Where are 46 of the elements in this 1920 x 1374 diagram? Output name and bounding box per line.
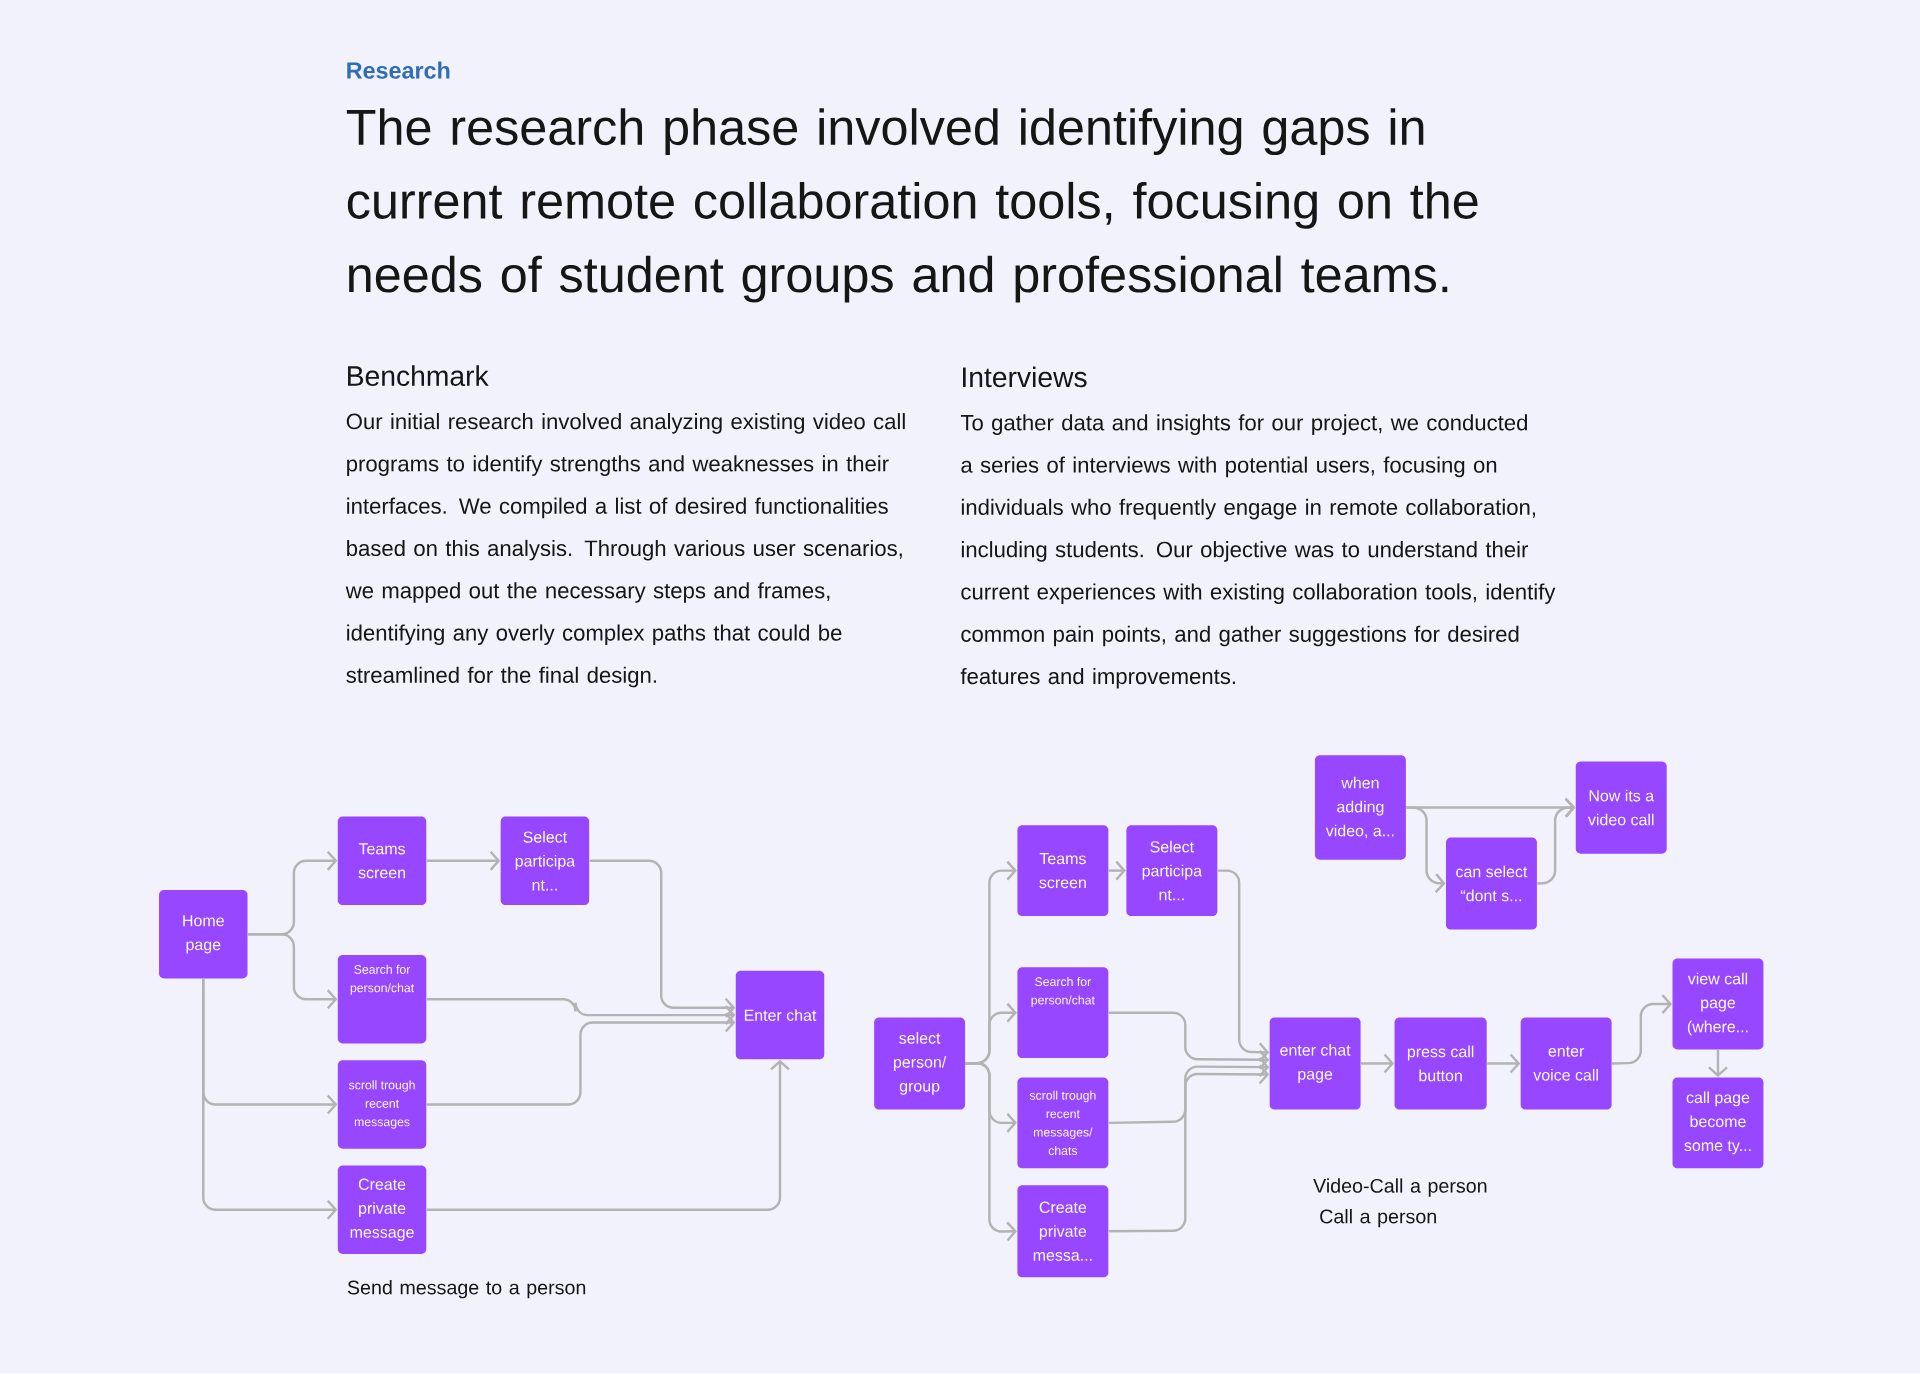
- process-box: Search for person/chat: [1017, 967, 1109, 1059]
- process-box: Create private messa...: [1017, 1185, 1109, 1278]
- process-box: Home page: [159, 890, 248, 979]
- arrow: [1361, 1053, 1395, 1074]
- subheading: Benchmark: [348, 365, 489, 387]
- process-box: enter chat page: [1269, 1017, 1361, 1110]
- process-box: Teams screen: [1017, 825, 1109, 917]
- arrow: [426, 1012, 736, 1106]
- arrow: [589, 859, 736, 1018]
- arrow: [1108, 1064, 1270, 1233]
- process-box: can select “dont s...: [1445, 837, 1537, 930]
- arrow: [1487, 1053, 1521, 1074]
- process-box: Create private message: [337, 1165, 427, 1255]
- arrow: [247, 933, 338, 1010]
- arrow: [965, 1062, 1017, 1242]
- section-label: Research: [347, 61, 450, 79]
- process-box: scroll trough recent messages/ chats: [1017, 1077, 1109, 1169]
- paragraph: To gather data and insights for our project, we conducted a series of interviews with potential users, focusing on individuals who frequently engage in remote collaboration, including students. Our objective was to understand their current experiences with existing collaboration tools, identify common pain points, and gather suggestions for desired features and improvements.: [960, 414, 1556, 689]
- arrow: [202, 979, 338, 1220]
- process-box: Enter chat: [735, 970, 825, 1060]
- arrow: [426, 851, 501, 871]
- arrow: [426, 998, 736, 1025]
- arrow: [1708, 1050, 1728, 1078]
- arrow: [1611, 994, 1673, 1065]
- process-box: Now its a video call: [1575, 761, 1667, 854]
- process-box: press call button: [1394, 1017, 1487, 1110]
- process-box: Teams screen: [337, 816, 427, 906]
- flow-caption: Send message to a person: [347, 1280, 586, 1299]
- process-box: select person/ group: [874, 1017, 966, 1110]
- process-box: Select participa nt...: [500, 816, 590, 906]
- subheading: Interviews: [963, 366, 1087, 388]
- arrow: [1108, 1011, 1270, 1070]
- paragraph: Our initial research involved analyzing existing video call programs to identify strengths and weaknesses in their interfaces. We compiled a list of desired functionalities based on this analysis. Through various user scenarios, we mapped out the necessary steps and frames, identifying any overly complex paths that could be streamlined for the final design.: [345, 413, 905, 688]
- arrow: [1108, 1057, 1270, 1125]
- arrow: [1406, 806, 1446, 894]
- arrow: [426, 1059, 790, 1212]
- process-box: Search for person/chat: [337, 955, 427, 1044]
- process-box: call page become some ty...: [1672, 1077, 1764, 1169]
- process-box: when adding video, a...: [1314, 755, 1406, 860]
- headline: The research phase involved identifying gaps in current remote collaboration tools, focusing on the needs of student groups and professional teams.: [346, 108, 1478, 303]
- process-box: Select participa nt...: [1126, 825, 1218, 917]
- process-box: view call page (where...: [1672, 958, 1764, 1050]
- flow-caption: Video-Call a person: [1313, 1178, 1487, 1197]
- process-box: enter voice call: [1520, 1017, 1612, 1110]
- flow-caption: Call a person: [1320, 1209, 1436, 1228]
- process-box: scroll trough recent messages: [337, 1060, 427, 1149]
